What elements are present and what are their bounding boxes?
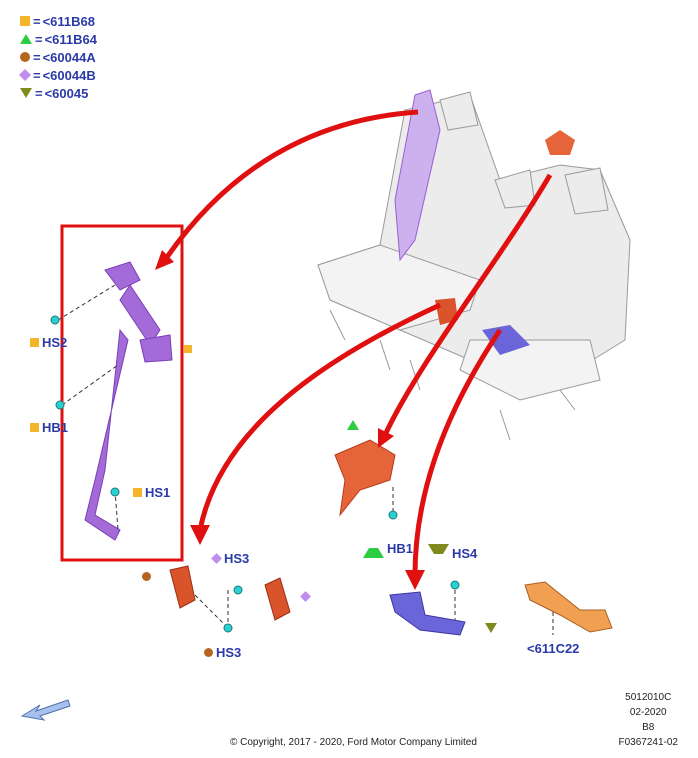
circle-icon — [204, 648, 213, 657]
legend-item: =<611B64 — [20, 30, 97, 48]
highlight-box — [60, 224, 184, 562]
callout-hs3-diamond[interactable]: HS3 — [211, 551, 249, 566]
legend-item: =<60044A — [20, 48, 97, 66]
square-icon — [133, 488, 142, 497]
callout-611c22[interactable]: <611C22 — [527, 641, 580, 656]
red-arrows — [162, 109, 553, 576]
part-611c22 — [524, 581, 613, 633]
triangle-down-icon — [20, 88, 32, 98]
callout-hs4[interactable]: HS4 — [428, 544, 477, 563]
legend-item: =<60045 — [20, 84, 97, 102]
legend-item: =<611B68 — [20, 12, 97, 30]
callout-hs3-circle[interactable]: HS3 — [204, 645, 241, 660]
triangle-icon — [20, 34, 32, 44]
center-retractor — [334, 439, 396, 517]
triangle-down-icon — [485, 623, 497, 633]
previous-view-arrow-icon[interactable] — [20, 699, 71, 721]
triangle-icon — [363, 539, 384, 558]
diamond-icon — [211, 553, 222, 564]
triangle-down-icon — [428, 544, 449, 563]
legend: =<611B68 =<611B64 =<60044A =<60044B =<60… — [18, 12, 97, 102]
rear-seat — [317, 91, 631, 441]
outboard-belt-assembly — [84, 261, 173, 541]
legend-item: =<60044B — [18, 66, 97, 84]
buckle-blue-installed — [482, 325, 530, 355]
figure-number: F0367241-02 — [618, 737, 679, 748]
buckle-left — [169, 565, 196, 609]
bolts — [50, 315, 460, 633]
buckle-right — [264, 577, 291, 621]
square-icon — [184, 345, 192, 353]
buckle-installed — [435, 298, 458, 325]
circle-icon — [142, 572, 151, 581]
buckle-blue — [389, 591, 466, 636]
square-icon — [30, 423, 39, 432]
diamond-icon — [18, 68, 32, 82]
diagram-revision: B8 — [642, 722, 655, 733]
square-icon — [20, 16, 30, 26]
copyright: © Copyright, 2017 - 2020, Ford Motor Com… — [230, 737, 477, 748]
diagram-code: 5012010C — [625, 692, 672, 703]
center-retractor-installed — [545, 130, 575, 155]
callout-hb1-center[interactable]: HB1 — [363, 539, 413, 558]
square-icon — [30, 338, 39, 347]
callout-hs1[interactable]: HS1 — [133, 485, 170, 500]
callout-hs2[interactable]: HS2 — [30, 335, 67, 350]
figure-info: 5012010C 02-2020 B8 F0367241-02 — [619, 690, 679, 750]
callout-hb1-left[interactable]: HB1 — [30, 420, 68, 435]
diagram-date: 02-2020 — [629, 707, 667, 718]
seat-belt-installed — [394, 89, 441, 262]
circle-icon — [20, 52, 30, 62]
triangle-icon — [347, 420, 359, 430]
